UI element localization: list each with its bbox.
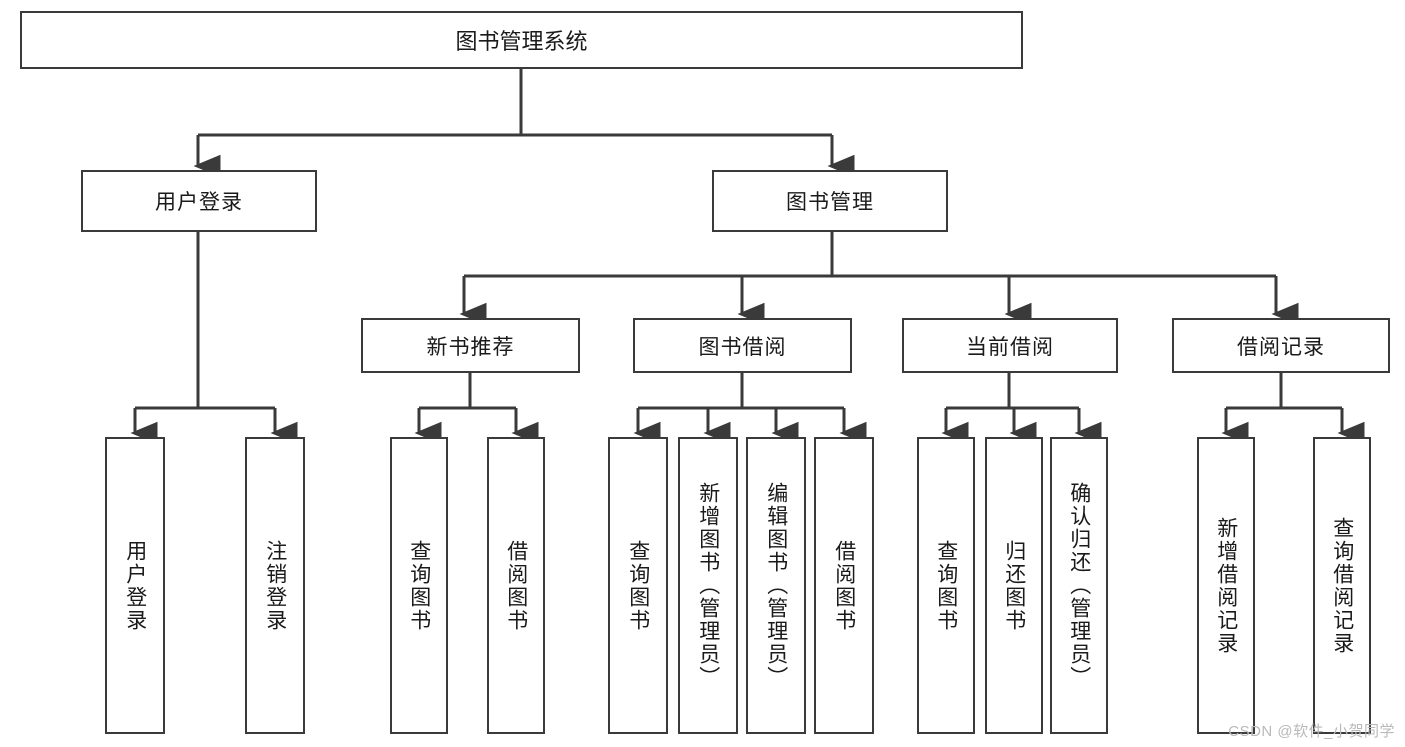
leaf-label: 借阅图书 [504,539,528,632]
leaf-borrow-book[interactable]: 借阅图书 [814,437,874,734]
leaf-label: 确认归还（管理员） [1067,482,1091,689]
node-book-management[interactable]: 图书管理 [712,170,948,232]
leaf-label: 查询图书 [934,539,958,632]
leaf-add-borrow-record[interactable]: 新增借阅记录 [1197,437,1255,734]
node-book-borrow[interactable]: 图书借阅 [633,318,852,373]
leaf-query-book-recommend[interactable]: 查询图书 [390,437,448,734]
leaf-label: 新增图书（管理员） [696,482,720,689]
leaf-user-login[interactable]: 用户登录 [105,437,165,734]
leaf-logout[interactable]: 注销登录 [245,437,305,734]
leaf-label: 查询借阅记录 [1330,516,1354,655]
leaf-label: 查询图书 [626,539,650,632]
leaf-label: 借阅图书 [832,539,856,632]
leaf-edit-book-admin[interactable]: 编辑图书（管理员） [746,437,806,734]
leaf-query-book-borrow[interactable]: 查询图书 [608,437,668,734]
leaf-label: 编辑图书（管理员） [764,482,788,689]
leaf-return-book[interactable]: 归还图书 [985,437,1043,734]
node-user-login[interactable]: 用户登录 [81,170,317,232]
leaf-label: 查询图书 [407,539,431,632]
leaf-label: 用户登录 [123,539,147,632]
node-root-system[interactable]: 图书管理系统 [20,11,1023,69]
leaf-borrow-book-recommend[interactable]: 借阅图书 [487,437,545,734]
node-new-book-recommend[interactable]: 新书推荐 [361,318,580,373]
watermark: CSDN @软件_小贺同学 [1228,723,1395,740]
leaf-label: 归还图书 [1002,539,1026,632]
leaf-query-book-current[interactable]: 查询图书 [917,437,975,734]
leaf-query-borrow-record[interactable]: 查询借阅记录 [1313,437,1371,734]
leaf-label: 注销登录 [263,539,287,632]
node-current-borrow[interactable]: 当前借阅 [902,318,1118,373]
leaf-label: 新增借阅记录 [1214,516,1238,655]
leaf-confirm-return-admin[interactable]: 确认归还（管理员） [1050,437,1108,734]
leaf-add-book-admin[interactable]: 新增图书（管理员） [678,437,738,734]
node-borrow-record[interactable]: 借阅记录 [1172,318,1390,373]
